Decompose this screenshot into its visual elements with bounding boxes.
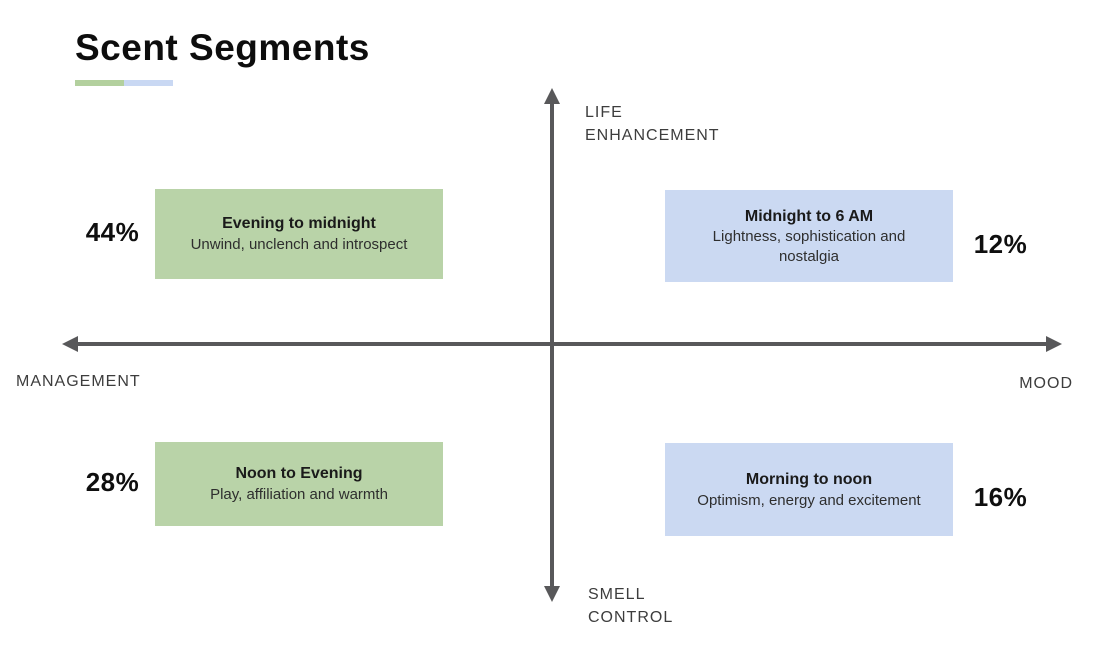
arrow-down-icon <box>544 586 560 602</box>
axis-label-smell-control: SMELL CONTROL <box>588 586 674 627</box>
axis-label-management: MANAGEMENT <box>16 373 141 390</box>
quadrant-title: Midnight to 6 AM <box>744 207 874 225</box>
axis-label-life-enhancement: LIFE ENHANCEMENT <box>585 104 720 145</box>
axis-label-mood: MOOD <box>1019 375 1073 392</box>
percent-label-bottom-left: 28% <box>85 467 140 497</box>
quadrant-box-top-left: Evening to midnight Unwind, unclench and… <box>155 189 443 279</box>
quadrant-description: Play, affiliation and warmth <box>210 486 388 504</box>
horizontal-axis-line <box>74 342 1052 346</box>
quadrant-description: Unwind, unclench and introspect <box>190 236 408 254</box>
quadrant-description: Lightness, sophistication and nostalgia <box>712 228 906 265</box>
percent-label-top-left: 44% <box>85 217 140 247</box>
quadrant-box-bottom-right: Morning to noon Optimism, energy and exc… <box>665 443 953 536</box>
quadrant-description: Optimism, energy and excitement <box>697 491 921 509</box>
quadrant-title: Noon to Evening <box>235 465 363 483</box>
percent-label-bottom-right: 16% <box>973 482 1028 512</box>
arrow-up-icon <box>544 88 560 104</box>
quadrant-box-bottom-left: Noon to Evening Play, affiliation and wa… <box>155 442 443 526</box>
arrow-left-icon <box>62 336 78 352</box>
title-accent-blue-bar <box>124 80 173 86</box>
quadrant-box-top-right: Midnight to 6 AM Lightness, sophisticati… <box>665 190 953 282</box>
title-accent-green-bar <box>75 80 124 86</box>
quadrant-title: Evening to midnight <box>222 215 376 233</box>
quadrant-title: Morning to noon <box>745 470 873 488</box>
page-title: Scent Segments <box>75 27 370 68</box>
arrow-right-icon <box>1046 336 1062 352</box>
percent-label-top-right: 12% <box>973 229 1028 259</box>
